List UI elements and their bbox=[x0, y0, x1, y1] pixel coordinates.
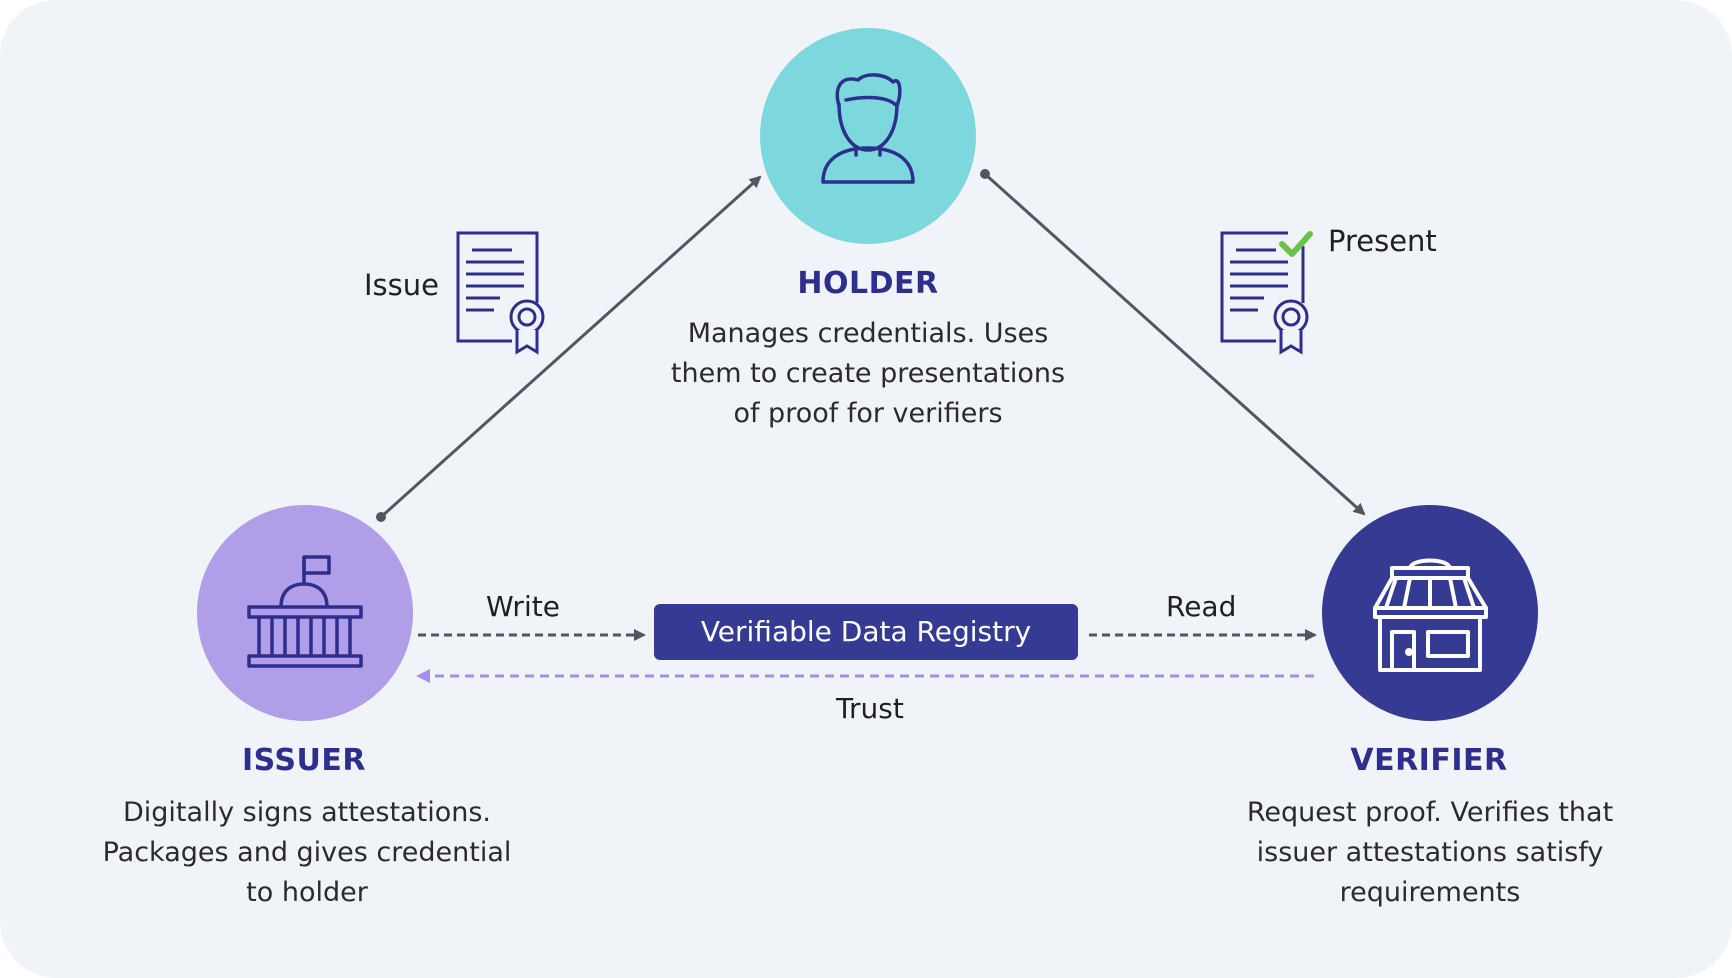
verifier-description: Request proof. Verifies that issuer atte… bbox=[1180, 793, 1680, 913]
holder-title: HOLDER bbox=[797, 266, 939, 301]
verifier-node bbox=[1322, 505, 1538, 721]
present-label: Present bbox=[1328, 224, 1437, 258]
issuer-description-line: Digitally signs attestations. bbox=[123, 797, 491, 828]
issue-arrow bbox=[376, 175, 762, 522]
holder-description-line: them to create presentations bbox=[670, 358, 1066, 389]
issue-label: Issue bbox=[364, 268, 439, 302]
person-icon bbox=[821, 73, 915, 184]
issuer-description-line: to holder bbox=[246, 877, 368, 908]
holder-description-line: Manages credentials. Uses bbox=[687, 318, 1049, 349]
read-label: Read bbox=[1166, 590, 1237, 623]
present-arrow bbox=[980, 169, 1366, 516]
verified-certificate-icon bbox=[1220, 231, 1313, 355]
write-label: Write bbox=[486, 590, 560, 623]
checkmark-icon bbox=[1279, 231, 1313, 257]
trust-label: Trust bbox=[836, 692, 904, 725]
holder-node bbox=[760, 28, 976, 244]
verifier-title: VERIFIER bbox=[1350, 743, 1508, 778]
holder-description: Manages credentials. Uses them to create… bbox=[618, 314, 1118, 434]
certificate-icon bbox=[456, 231, 545, 355]
verifier-description-line: issuer attestations satisfy bbox=[1256, 837, 1604, 868]
issuer-node bbox=[197, 505, 413, 721]
holder-description-line: of proof for verifiers bbox=[733, 398, 1003, 429]
verifiable-data-registry: Verifiable Data Registry bbox=[654, 604, 1078, 660]
issuer-description: Digitally signs attestations. Packages a… bbox=[60, 793, 554, 913]
government-building-icon bbox=[247, 555, 363, 668]
issuer-title: ISSUER bbox=[242, 743, 366, 778]
verifier-description-line: Request proof. Verifies that bbox=[1246, 797, 1614, 828]
verifier-description-line: requirements bbox=[1339, 877, 1521, 908]
issuer-description-line: Packages and gives credential bbox=[102, 837, 512, 868]
storefront-icon bbox=[1373, 558, 1488, 672]
